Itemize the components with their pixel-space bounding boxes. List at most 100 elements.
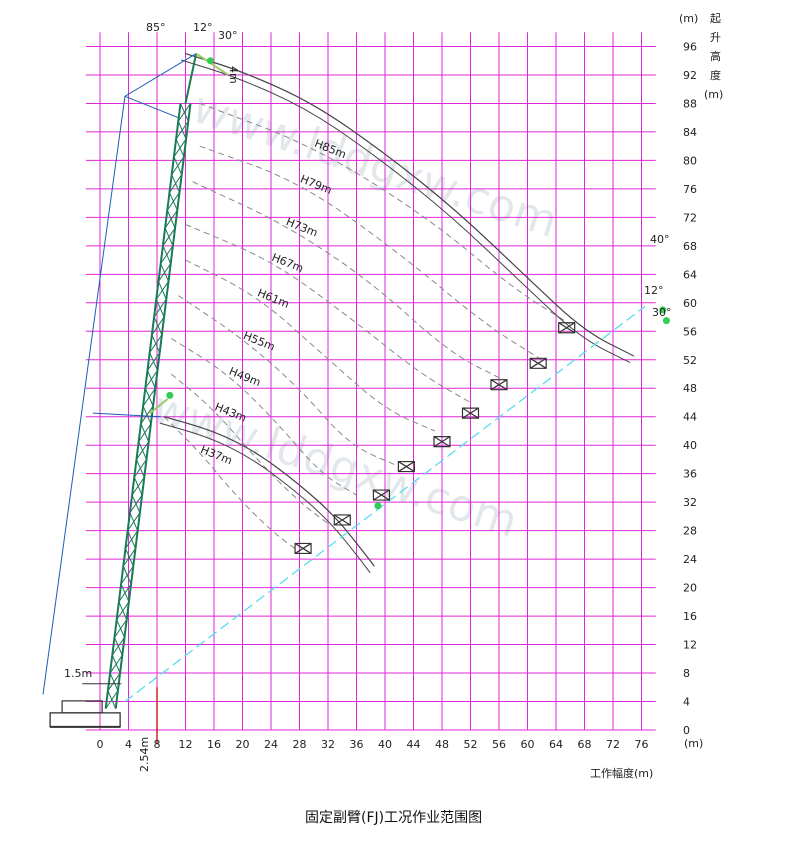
- x-tick-label: 24: [264, 738, 278, 751]
- y-tick-label: 40: [683, 439, 697, 452]
- backstay-line: [42, 96, 126, 695]
- angle-30-top-label: 30°: [218, 29, 238, 42]
- x-axis-unit: (m): [684, 737, 703, 750]
- boom-lacing: [114, 637, 123, 656]
- series-line: [178, 295, 400, 468]
- boom-lacing: [162, 245, 172, 264]
- x-tick-label: 16: [207, 738, 221, 751]
- jib-truss: [529, 357, 547, 369]
- boom-lacing: [111, 655, 121, 674]
- boom-lacing: [127, 530, 136, 549]
- hook-marker: [662, 317, 670, 325]
- boom-lacing: [144, 388, 154, 407]
- y-axis-unit: (m): [679, 12, 698, 25]
- x-tick-label: 12: [179, 738, 193, 751]
- y-tick-label: 76: [683, 183, 697, 196]
- x-tick-label: 44: [407, 738, 421, 751]
- reference-dash-line: [124, 305, 646, 703]
- x-tick-label: 28: [293, 738, 307, 751]
- boom-lacing: [131, 494, 141, 514]
- envelope-outer: [185, 53, 635, 357]
- y-tick-label: 80: [683, 154, 697, 167]
- envelope-inner: [159, 422, 371, 573]
- x-tick-label: 56: [492, 738, 506, 751]
- series-line: [185, 259, 436, 432]
- x-tick-label: 52: [464, 738, 478, 751]
- jib-truss: [558, 322, 576, 334]
- boom-lacing: [169, 192, 178, 211]
- boom-lacing: [140, 423, 150, 442]
- boom-lacing: [133, 477, 143, 496]
- boom-lacing: [153, 316, 163, 336]
- x-tick-label: 36: [350, 738, 364, 751]
- y-tick-label: 0: [683, 724, 690, 737]
- y-tick-label: 64: [683, 268, 697, 281]
- boom-lacing: [136, 459, 145, 478]
- x-tick-label: 60: [521, 738, 535, 751]
- boom-lacing: [175, 138, 185, 158]
- series-label: H49m: [227, 365, 262, 389]
- y-tick-label: 32: [683, 496, 697, 509]
- y-axis-label: 起 升 高 度 (m): [704, 12, 723, 101]
- boom-lacing: [158, 281, 167, 300]
- boom-lacing: [164, 227, 174, 247]
- y-axis-label-char: 度: [710, 68, 721, 82]
- length-4m-label: 4m: [227, 66, 240, 84]
- boom-lacing: [107, 690, 117, 709]
- y-tick-label: 12: [683, 639, 697, 652]
- y-tick-label: 28: [683, 525, 697, 538]
- y-tick-label: 24: [683, 553, 697, 566]
- boom-lacing: [142, 405, 152, 425]
- x-tick-label: 8: [154, 738, 161, 751]
- series-line: [163, 416, 300, 553]
- y-axis-label-char: 升: [710, 31, 721, 44]
- boom-lacing: [120, 583, 130, 603]
- angle-12-right-label: 12°: [644, 284, 664, 297]
- hook-marker: [374, 502, 382, 510]
- jib-truss: [461, 407, 480, 419]
- jib-truss: [397, 460, 415, 473]
- series-line: [170, 337, 357, 496]
- boom-lacing: [147, 370, 156, 389]
- series-label: H55m: [241, 329, 276, 353]
- x-tick-label: 20: [236, 738, 250, 751]
- boom-lacing: [160, 263, 169, 282]
- jib-truss: [372, 489, 391, 501]
- angle-12-top-label: 12°: [193, 21, 213, 34]
- boom-lacing: [151, 334, 161, 353]
- hook-marker: [166, 391, 174, 399]
- series-label: H61m: [256, 286, 291, 310]
- y-tick-label: 20: [683, 582, 697, 595]
- jib-truss: [433, 436, 451, 448]
- y-tick-label: 4: [683, 696, 690, 709]
- x-tick-label: 4: [125, 738, 132, 751]
- y-tick-label: 36: [683, 468, 697, 481]
- y-tick-label: 84: [683, 126, 697, 139]
- angle-30-right-label: 30°: [652, 306, 672, 319]
- dim-2-54m-label: 2.54m: [138, 737, 151, 772]
- series-line: [199, 145, 543, 361]
- crane: [42, 52, 670, 745]
- boom-head: [184, 53, 198, 104]
- jib-truss: [490, 379, 508, 391]
- boom-lacing: [166, 210, 176, 229]
- y-axis-label-char: 起: [710, 12, 721, 25]
- y-tick-label: 8: [683, 667, 690, 680]
- series-line: [185, 224, 471, 403]
- lower-jib: [149, 398, 169, 414]
- y-tick-label: 52: [683, 354, 697, 367]
- hook-marker: [659, 306, 667, 314]
- x-tick-label: 0: [97, 738, 104, 751]
- jib-truss: [333, 514, 351, 526]
- y-tick-label: 96: [683, 40, 697, 53]
- crawler-body: [49, 712, 121, 728]
- angle-85-label: 85°: [146, 21, 166, 34]
- boom-lacing: [177, 121, 187, 140]
- envelope-inner: [181, 59, 631, 364]
- cab-body: [61, 700, 103, 714]
- x-tick-label: 76: [635, 738, 649, 751]
- mast-line: [124, 53, 197, 97]
- series-line: [192, 181, 507, 382]
- series-line: [170, 373, 329, 524]
